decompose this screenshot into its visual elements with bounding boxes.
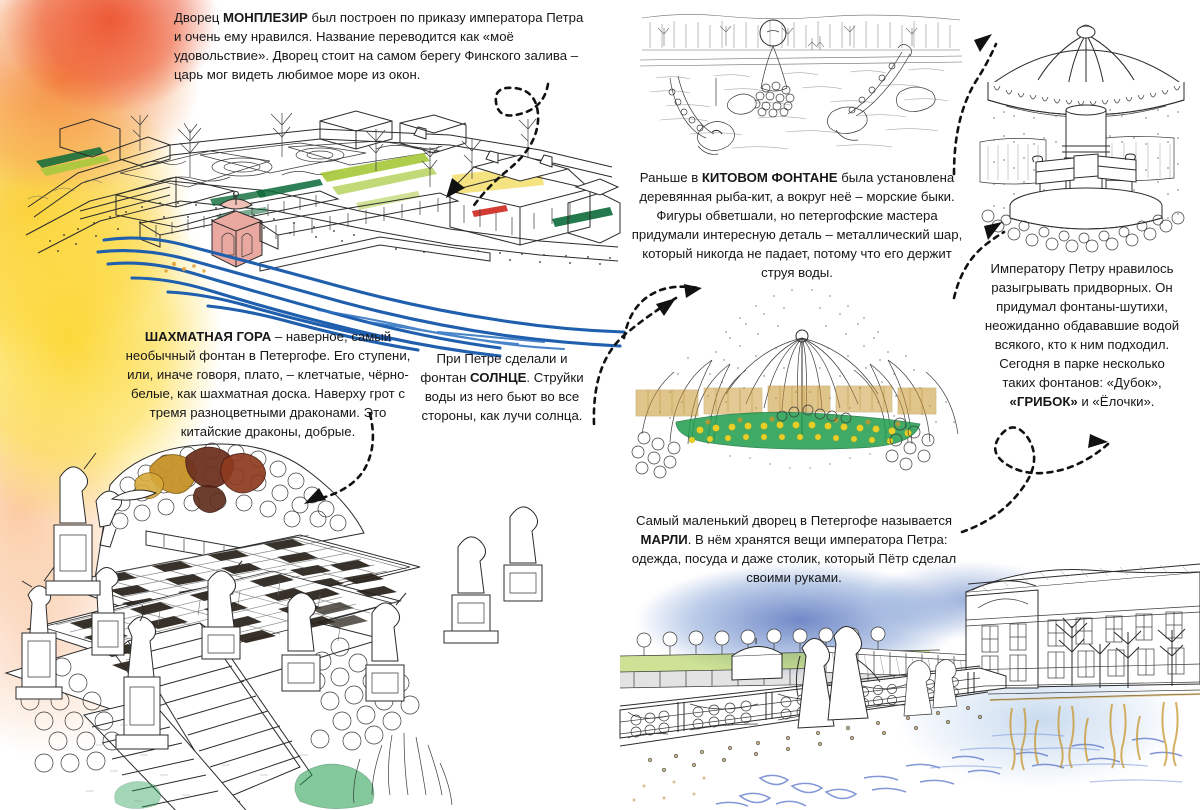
sun-fountain-caption: При Петре сделали и фонтан СОЛНЦЕ. Струй… xyxy=(418,349,586,425)
monplaisir-caption: Дворец МОНПЛЕЗИР был построен по приказу… xyxy=(174,8,586,84)
tree-reflections xyxy=(1009,701,1179,771)
mushroom-trick-fountain-drawing xyxy=(979,24,1185,253)
stone-ring xyxy=(981,209,1185,253)
marli-palace-caption: Самый маленький дворец в Петергофе назыв… xyxy=(624,511,964,587)
caption-text: Императору Петру нравилось разыгрывать п… xyxy=(984,261,1180,390)
caption-text: был построен по приказу императора Петра… xyxy=(174,10,584,82)
grotto-rockwork xyxy=(93,442,365,586)
monplaisir-pavilion xyxy=(211,191,263,268)
arrow-to-sun-fountain-secondary xyxy=(622,284,702,340)
caption-text: и «Ёлочки». xyxy=(1077,394,1155,409)
arrow-to-chess-mountain xyxy=(304,412,375,504)
finnish-gulf-waves xyxy=(96,236,626,358)
caption-text: . Струйки воды из него бьют во все сторо… xyxy=(421,370,584,423)
caption-text: Раньше в xyxy=(639,170,702,185)
arrow-to-mushroom-fountain xyxy=(952,222,1006,300)
umbrella-canopy xyxy=(987,24,1185,118)
garden-benches xyxy=(1032,153,1137,200)
highlighted-term: КИТОВОМ ФОНТАНЕ xyxy=(701,170,838,185)
highlighted-term: «ГРИБОК» xyxy=(1009,394,1078,409)
pond-reflections xyxy=(715,701,1183,807)
visitors xyxy=(795,626,958,729)
retaining-wall xyxy=(635,385,937,417)
chess-mountain-caption: ШАХМАТНАЯ ГОРА – наверное, самый необычн… xyxy=(118,327,418,441)
highlighted-term: ШАХМАТНАЯ ГОРА xyxy=(144,329,272,344)
ground-texture xyxy=(86,710,308,802)
cascade-statues xyxy=(15,452,543,750)
arrow-to-monplaisir xyxy=(446,82,550,210)
highlighted-term: МАРЛИ xyxy=(640,532,688,547)
caption-text: была установлена деревянная рыба-кит, а … xyxy=(631,170,963,280)
fountain-platform xyxy=(1009,187,1163,230)
radial-water-jets xyxy=(725,337,879,413)
arrow-to-whale-fountain xyxy=(952,34,998,176)
chess-mountain-cascade-drawing xyxy=(4,442,543,810)
whale-fountain-caption: Раньше в КИТОВОМ ФОНТАНЕ была установлен… xyxy=(628,168,966,282)
caption-text: Самый маленький дворец в Петергофе назыв… xyxy=(635,513,953,528)
palace-buildings xyxy=(59,110,621,272)
monplaisir-palace-aerial-drawing xyxy=(25,110,621,272)
marli-palace-building xyxy=(965,563,1200,689)
shrubbery xyxy=(114,732,453,809)
bare-trees xyxy=(130,112,537,187)
right-water-jets xyxy=(827,44,936,141)
caption-text: – наверное, самый необычный фонтан в Пет… xyxy=(125,329,411,439)
caption-text: . В нём хранятся вещи императора Петра: … xyxy=(631,532,957,585)
water-ripples xyxy=(649,68,949,150)
rock-clusters xyxy=(631,404,935,479)
left-water-jet xyxy=(668,75,735,155)
arrow-to-marli-palace xyxy=(960,426,1110,534)
background-hedge xyxy=(641,14,961,51)
flower-bed xyxy=(675,411,921,450)
marli-palace-pond-drawing xyxy=(619,563,1200,807)
central-jet-with-ball xyxy=(751,19,795,118)
bare-trees-right xyxy=(1055,617,1186,688)
highlighted-term: СОЛНЦЕ xyxy=(470,370,527,385)
highlighted-term: МОНПЛЕЗИР xyxy=(223,10,308,25)
caption-text: При Петре сделали и фонтан xyxy=(420,351,568,385)
caption-text: Дворец xyxy=(174,10,224,25)
whale-fountain-pond-drawing xyxy=(639,14,963,155)
trick-fountains-caption: Императору Петру нравилось разыгрывать п… xyxy=(984,259,1180,411)
chinese-dragons xyxy=(134,446,266,513)
sun-fountain-drawing xyxy=(631,289,959,479)
